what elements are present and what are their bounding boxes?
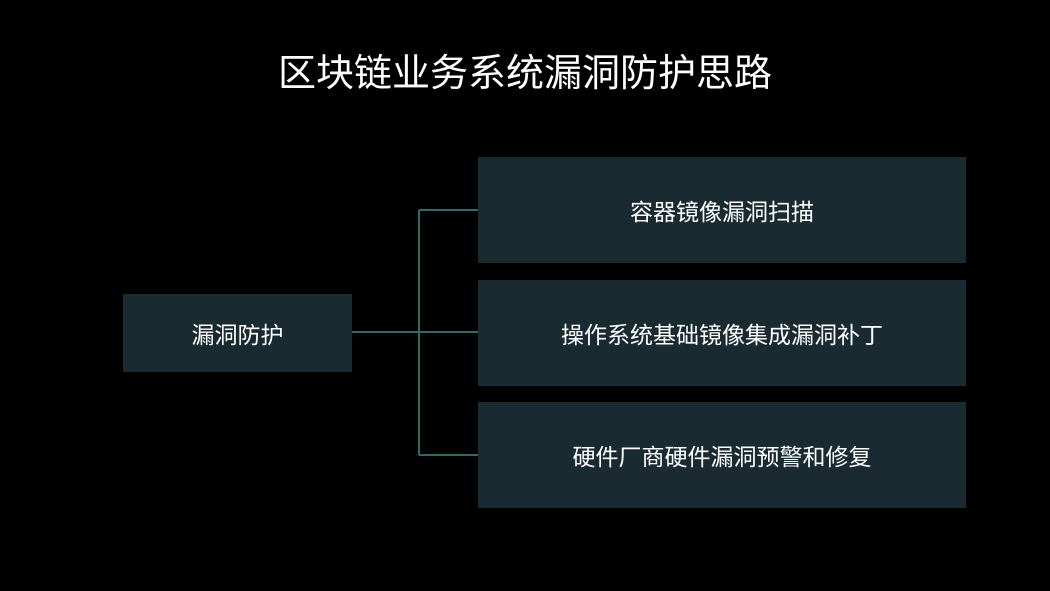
child-node-hardware-vulnerability-alert: 硬件厂商硬件漏洞预警和修复 — [478, 402, 966, 508]
child-node-label: 容器镜像漏洞扫描 — [630, 200, 814, 226]
child-node-label: 操作系统基础镜像集成漏洞补丁 — [561, 323, 883, 349]
child-node-os-base-image-patch: 操作系统基础镜像集成漏洞补丁 — [478, 280, 966, 386]
child-node-container-image-scan: 容器镜像漏洞扫描 — [478, 157, 966, 263]
root-node: 漏洞防护 — [123, 294, 352, 372]
child-node-label: 硬件厂商硬件漏洞预警和修复 — [572, 445, 872, 471]
slide-title: 区块链业务系统漏洞防护思路 — [277, 51, 772, 95]
root-node-label: 漏洞防护 — [191, 323, 284, 349]
